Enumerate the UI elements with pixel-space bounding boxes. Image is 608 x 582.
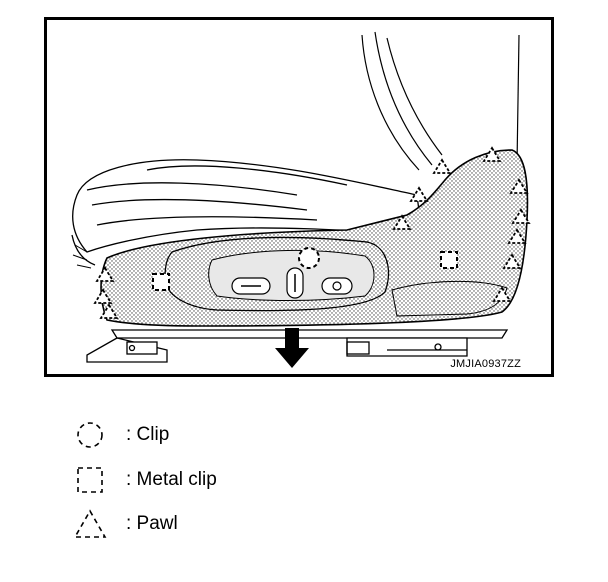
legend-pawl: : Pawl	[70, 506, 178, 542]
clip-marker	[298, 247, 320, 269]
legend-clip: : Clip	[70, 417, 169, 453]
seatback	[361, 31, 520, 171]
pawl-symbol-icon	[70, 506, 110, 542]
legend-pawl-label: : Pawl	[126, 513, 178, 534]
legend-metal-clip: : Metal clip	[70, 462, 217, 498]
legend-metal-clip-label: : Metal clip	[126, 469, 217, 490]
seat-illustration	[71, 31, 531, 368]
clip-symbol-icon	[70, 417, 110, 453]
removal-direction-arrow	[275, 328, 309, 368]
figure-code: JMJIA0937ZZ	[450, 358, 521, 370]
pawl-markers	[93, 146, 531, 319]
seat-rail	[86, 329, 509, 363]
metal-clip-marker	[152, 273, 170, 291]
metal-clip-symbol-icon	[70, 462, 110, 498]
legend-clip-label: : Clip	[126, 424, 170, 445]
power-seat-switches	[231, 267, 353, 299]
metal-clip-marker	[440, 251, 458, 269]
seat-diagram: JMJIA0937ZZ	[44, 17, 554, 377]
